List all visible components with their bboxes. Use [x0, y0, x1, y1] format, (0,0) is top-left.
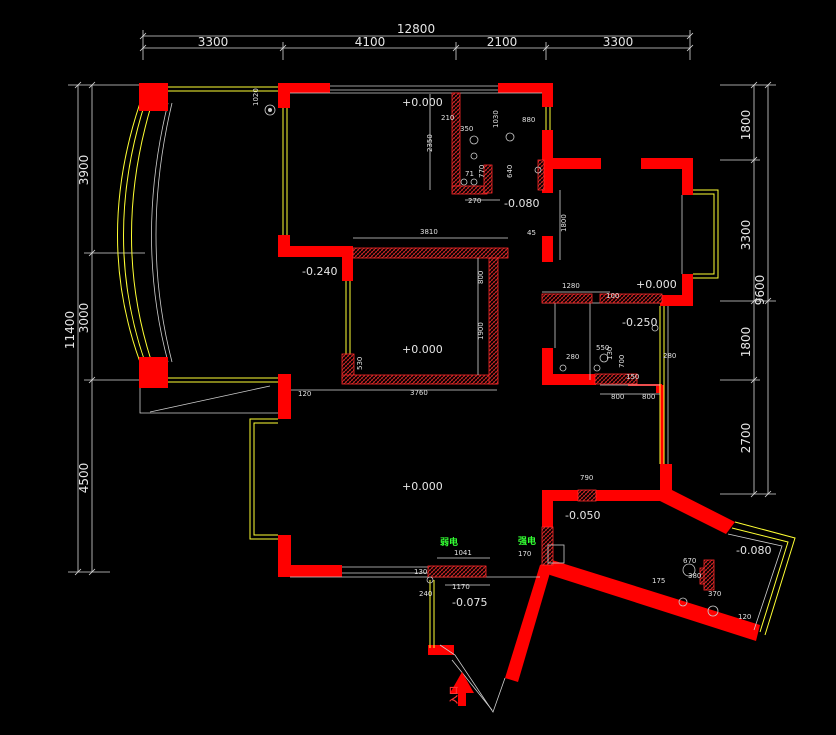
small-dim: 170	[518, 550, 531, 558]
top-dim-2: 4100	[355, 35, 386, 49]
small-dim: 1030	[492, 110, 500, 128]
entrance-label: 入口	[449, 686, 460, 705]
left-dim-1: 3900	[77, 155, 91, 186]
top-dim-3: 2100	[487, 35, 518, 49]
small-dim: 71	[465, 170, 474, 178]
small-dim: 3810	[420, 228, 438, 236]
level-label: +0.000	[402, 96, 443, 109]
small-dimensions: 1020 210 1030 880 350 2350 770 71 640 27…	[252, 88, 751, 621]
left-dimension-chain: 11400 3900 3000 4500	[63, 81, 145, 576]
top-dim-4: 3300	[603, 35, 634, 49]
small-dim: 790	[580, 474, 593, 482]
top-dim-1: 3300	[198, 35, 229, 49]
small-dim: 350	[460, 125, 473, 133]
level-label: -0.075	[452, 596, 487, 609]
fixtures	[264, 104, 719, 617]
small-dim: 240	[419, 590, 432, 598]
weak-electric-label: 弱电	[440, 536, 458, 548]
level-label: -0.240	[302, 265, 337, 278]
small-dim: 130	[414, 568, 427, 576]
small-dim: 380	[688, 572, 701, 580]
small-dim: 800	[477, 271, 485, 284]
small-dim: 640	[506, 165, 514, 178]
left-dim-2: 3000	[77, 303, 91, 334]
interior-lines	[249, 85, 796, 713]
small-dim: 880	[522, 116, 535, 124]
right-dim-3: 1800	[739, 327, 753, 358]
small-dim: 670	[683, 557, 696, 565]
hatched-partitions	[341, 92, 715, 591]
level-labels: +0.000 -0.080 -0.240 +0.000 +0.000 -0.25…	[302, 96, 771, 609]
left-dim-3: 4500	[77, 463, 91, 494]
top-dimension-chain: 12800 3300 4100 2100 3300	[139, 22, 694, 60]
strong-electric-label: 强电	[518, 535, 536, 547]
level-label: +0.000	[402, 343, 443, 356]
level-label: -0.080	[504, 197, 539, 210]
electrical-labels: 弱电 强电	[440, 535, 536, 548]
right-dim-2: 3300	[739, 220, 753, 251]
small-dim: 150	[626, 373, 639, 381]
level-label: -0.050	[565, 509, 600, 522]
small-dim: 100	[606, 292, 619, 300]
small-dim: 550	[596, 344, 609, 352]
level-label: -0.250	[622, 316, 657, 329]
right-dim-1: 1800	[739, 110, 753, 141]
small-dim: 45	[527, 229, 536, 237]
level-label: -0.080	[736, 544, 771, 557]
curved-balcony	[117, 83, 280, 414]
small-dim: 270	[468, 197, 481, 205]
small-dim: 120	[298, 390, 311, 398]
small-dim: 1900	[477, 322, 485, 340]
small-dim: 770	[478, 165, 486, 178]
small-dim: 3760	[410, 389, 428, 397]
right-total-dim: 9600	[753, 275, 767, 306]
top-total-dim: 12800	[397, 22, 435, 36]
small-dim: 130	[606, 347, 614, 360]
walls	[278, 83, 760, 682]
level-label: +0.000	[402, 480, 443, 493]
small-dim: 1280	[562, 282, 580, 290]
small-dim: 800	[642, 393, 655, 401]
small-dim: 120	[738, 613, 751, 621]
small-dim: 1170	[452, 583, 470, 591]
small-dim: 175	[652, 577, 665, 585]
right-dimension-chain: 1800 3300 1800 2700 9600	[720, 81, 776, 498]
small-dim: 530	[356, 357, 364, 370]
small-dim: 280	[566, 353, 579, 361]
level-label: +0.000	[636, 278, 677, 291]
small-dim: 1041	[454, 549, 472, 557]
small-dim: 210	[441, 114, 454, 122]
entrance-arrow: 入口	[449, 672, 474, 706]
small-dim: 370	[708, 590, 721, 598]
small-dim: 700	[618, 355, 626, 368]
small-dim: 1800	[560, 214, 568, 232]
left-total-dim: 11400	[63, 311, 77, 349]
small-dim: 800	[611, 393, 624, 401]
small-dim: 1020	[252, 88, 260, 106]
right-dim-4: 2700	[739, 423, 753, 454]
small-dim: 280	[663, 352, 676, 360]
